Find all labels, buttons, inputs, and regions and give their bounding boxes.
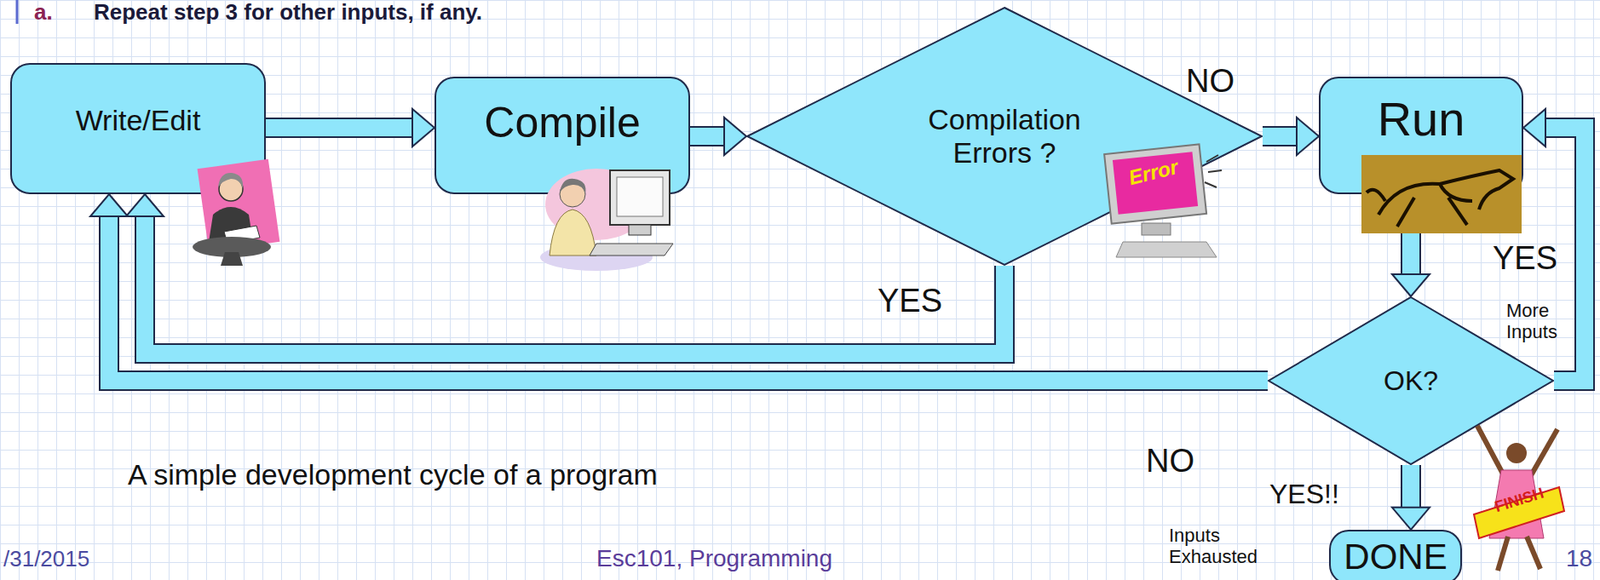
arrow-head [90, 194, 128, 217]
arrow-head [1296, 117, 1319, 156]
arrow-head [724, 117, 747, 156]
arrow-head [126, 194, 164, 217]
process-box: Compile [434, 76, 691, 195]
writer-clipart [192, 159, 280, 266]
horse-clipart [1361, 155, 1522, 234]
edge-note: Inputs Exhausted [1168, 524, 1272, 569]
edge-label: YES [877, 282, 943, 321]
arrow-body [1262, 127, 1297, 145]
decision-diamond: Compilation Errors ? [746, 6, 1263, 266]
node-text: Run [1377, 92, 1466, 147]
margin-bar [16, 0, 19, 24]
footer-course: Esc101, Programming [596, 545, 833, 573]
arrow-head [1523, 109, 1546, 147]
arrow-head [1392, 507, 1430, 530]
edge-note: More Inputs [1506, 299, 1575, 344]
list-marker: a. [34, 0, 53, 26]
node-text: Compile [483, 98, 640, 149]
node-text: DONE [1343, 536, 1447, 578]
block-arrow [1392, 465, 1430, 530]
arrow-head [412, 109, 435, 147]
node-text: Compilation Errors ? [897, 103, 1111, 170]
page-number: 18 [1565, 545, 1593, 573]
edge-label: NO [1145, 443, 1195, 481]
arrow-body [265, 119, 413, 137]
node-text: Write/Edit [75, 103, 202, 138]
process-box: Run [1318, 76, 1524, 195]
arrow-outline [1400, 465, 1422, 508]
edge-label: YES [1492, 240, 1558, 278]
arrow-body [690, 127, 725, 145]
block-arrow [265, 109, 435, 147]
process-box: Write/Edit [10, 63, 266, 195]
block-arrow [690, 117, 747, 156]
finish-runner-clipart [1473, 425, 1565, 571]
compile-clipart [540, 168, 674, 271]
node-text: OK? [1383, 365, 1439, 398]
footer-date: /31/2015 [3, 546, 90, 573]
arrow-outline [265, 117, 413, 139]
block-arrow [1262, 117, 1319, 156]
arrow-outline [109, 216, 1268, 381]
arrow-body [109, 216, 1268, 381]
edge-label: NO [1185, 63, 1235, 101]
caption: A simple development cycle of a program [127, 458, 658, 492]
arrow-body [1402, 465, 1420, 508]
arrow-outline [1262, 126, 1297, 147]
bullet-text: Repeat step 3 for other inputs, if any. [93, 0, 483, 26]
edge-label: YES!! [1269, 478, 1340, 511]
process-box: DONE [1329, 529, 1462, 580]
arrow-head [1392, 274, 1430, 297]
arrow-outline [690, 126, 725, 147]
